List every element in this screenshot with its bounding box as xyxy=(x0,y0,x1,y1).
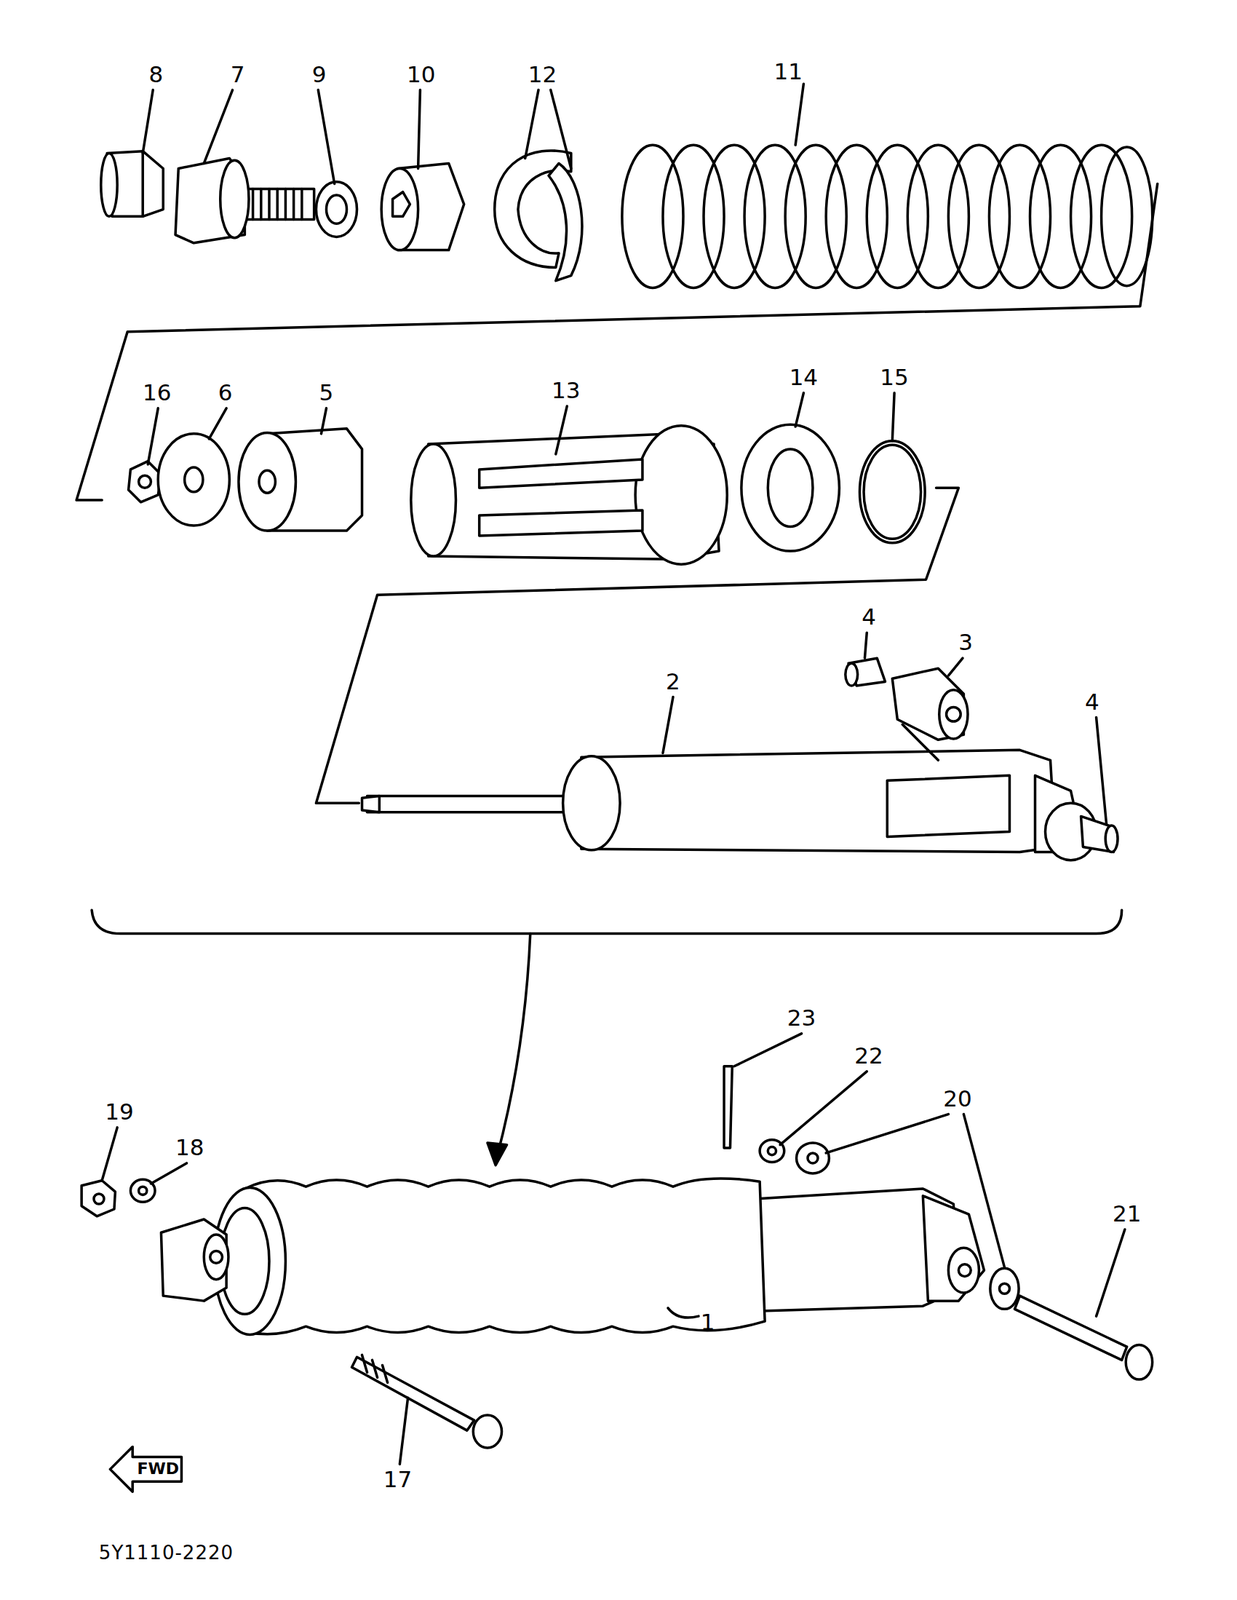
nut-16 xyxy=(128,461,162,503)
pin-4 xyxy=(845,657,886,686)
callout-number: 9 xyxy=(312,63,327,86)
washer-6 xyxy=(157,433,230,526)
callout-number: 1 xyxy=(700,1310,716,1334)
rod-end-7 xyxy=(175,157,315,243)
callout-number: 19 xyxy=(104,1100,134,1123)
ring-14 xyxy=(741,424,840,551)
callout-number: 21 xyxy=(1112,1202,1141,1225)
nut-19 xyxy=(81,1180,115,1216)
circlip-15 xyxy=(859,440,925,543)
bolt-21 xyxy=(1014,1295,1152,1379)
callout-number: 4 xyxy=(861,605,877,628)
callout-number: 5 xyxy=(319,381,334,404)
callout-number: 8 xyxy=(149,63,164,86)
callout-number: 22 xyxy=(854,1044,883,1067)
callout-number: 14 xyxy=(789,366,818,389)
bump-stop-5 xyxy=(238,428,363,531)
spring-seat-10 xyxy=(381,162,465,250)
callout-number: 23 xyxy=(787,1006,816,1029)
callout-number: 3 xyxy=(958,630,973,654)
callout-number: 6 xyxy=(218,381,233,404)
spring-11 xyxy=(622,144,1153,288)
callout-number: 15 xyxy=(879,366,909,389)
cover-13 xyxy=(411,425,727,565)
callout-number: 10 xyxy=(406,63,436,86)
assembly-arrow xyxy=(496,933,531,1158)
forward-arrow xyxy=(109,1446,182,1492)
leader-lines xyxy=(101,83,1125,1464)
callout-number: 2 xyxy=(665,670,681,693)
callout-number: 11 xyxy=(774,60,803,83)
washer-20 xyxy=(990,1267,1019,1309)
callout-number: 7 xyxy=(230,63,246,86)
callout-number: 12 xyxy=(528,63,557,86)
callout-number: 17 xyxy=(383,1467,412,1491)
washer-20 xyxy=(796,1142,830,1173)
group-bracket xyxy=(91,909,1122,933)
callout-number: 20 xyxy=(943,1087,972,1110)
assembled-shock-1 xyxy=(160,1178,984,1334)
drawing-code: 5Y1110-2220 xyxy=(98,1542,234,1562)
callout-number: 16 xyxy=(142,381,171,404)
shock-body-2 xyxy=(362,749,1118,860)
callout-number: 13 xyxy=(551,379,580,402)
direction-label: FWD xyxy=(136,1460,180,1477)
bushing-8 xyxy=(101,151,163,217)
bolt-17 xyxy=(352,1354,503,1448)
callout-number: 4 xyxy=(1084,690,1100,714)
bushing-3 xyxy=(892,667,968,760)
callout-number: 18 xyxy=(175,1135,204,1159)
collar-12 xyxy=(494,150,583,281)
nut-9 xyxy=(315,181,357,238)
cotter-pin-23 xyxy=(724,1066,733,1148)
